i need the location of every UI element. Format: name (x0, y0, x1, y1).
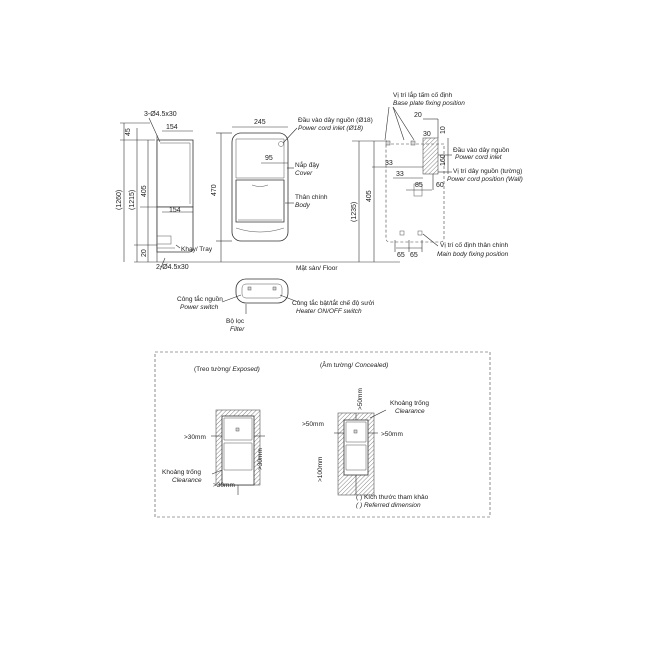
baseplate-label-vi: Vị trí lắp tấm cố định (393, 90, 453, 99)
dim-10: 10 (440, 126, 447, 134)
dim-45: 45 (125, 128, 132, 136)
inlet-rear-label-vi: Đầu vào dây nguồn (453, 145, 510, 154)
mainfix-label-vi: Vị trí cố định thân chính (440, 240, 509, 249)
filter-label-vi: Bộ lọc (226, 318, 245, 325)
concealed-bottom-gap: >100mm (317, 457, 324, 482)
dim-1235: (1235) (351, 202, 358, 222)
mainfix-label-en: Main body fixing position (437, 251, 509, 258)
power-switch-label-vi: Công tắc nguồn (177, 294, 223, 303)
cord-inlet-label-vi: Đầu vào dây nguồn (Ø18) (298, 115, 373, 124)
cover-label-en: Cover (295, 170, 313, 177)
dim-160: 160 (440, 154, 447, 166)
wall-label-vi: Vị trí dây nguồn (tường) (453, 166, 522, 175)
reference-note-vi: ( ) Kích thước tham khảo (356, 494, 429, 501)
concealed-diagram (334, 409, 387, 496)
cord-inlet-label-en: Power cord inlet (Ø18) (298, 125, 363, 132)
heater-switch-label-en: Heater ON/OFF switch (296, 308, 362, 315)
body-label-vi: Thân chính (295, 194, 328, 201)
dim-1260: (1260) (116, 190, 123, 210)
dim-245: 245 (254, 119, 266, 126)
reference-note-en: ( ) Referred dimension (356, 502, 421, 509)
dim-1215-left: (1215) (129, 190, 136, 210)
concealed-top-gap: >50mm (357, 388, 364, 410)
body-label-en: Body (295, 202, 311, 209)
rear-view (352, 106, 452, 262)
concealed-clearance-vi: Khoảng trống (390, 398, 429, 407)
dim-20-right: 20 (414, 112, 422, 119)
exposed-title-vi: (Treo tường/ Exposed) (194, 366, 260, 373)
top-view (221, 278, 299, 314)
exposed-diagram (211, 409, 265, 495)
filter-label-en: Filter (230, 326, 245, 333)
baseplate-label-en: Base plate fixing position (393, 100, 465, 107)
inlet-rear-label-en: Power cord inlet (455, 154, 503, 161)
tray-label: Khay/ Tray (181, 246, 213, 253)
concealed-title-vi: (Âm tường/ Concealed) (320, 360, 388, 369)
concealed-right-gap: >50mm (381, 431, 403, 438)
dim-33a: 33 (385, 160, 393, 167)
exposed-clearance-vi: Khoảng trống (162, 467, 201, 476)
dim-3holes: 3-Ø4.5x30 (144, 111, 177, 118)
dim-405-left: 405 (141, 185, 148, 197)
dim-405-right: 405 (366, 190, 373, 202)
dim-33b: 33 (396, 171, 404, 178)
wall-label-en: Power cord position (Wall) (447, 176, 523, 183)
dim-65a: 65 (397, 252, 405, 259)
floor-label: Mặt sàn/ Floor (296, 265, 338, 272)
dim-30: 30 (423, 131, 431, 138)
heater-switch-label-vi: Công tắc bật/tắt chế độ sưởi (292, 298, 374, 307)
dim-65b: 65 (410, 252, 418, 259)
dim-95: 95 (265, 155, 273, 162)
exposed-right-gap: >30mm (257, 448, 264, 470)
power-switch-label-en: Power switch (180, 304, 219, 311)
side-view (120, 117, 200, 271)
dim-470: 470 (211, 184, 218, 196)
exposed-left-gap: >30mm (184, 434, 206, 441)
concealed-clearance-en: Clearance (395, 408, 425, 415)
dim-154-top: 154 (166, 124, 178, 131)
exposed-clearance-en: Clearance (172, 477, 202, 484)
cover-label-vi: Nắp đậy (295, 160, 320, 169)
dim-2holes: 2-Ø4.5x30 (156, 264, 189, 271)
front-view (216, 126, 298, 262)
clearance-frame (154, 351, 491, 518)
dim-20-left: 20 (141, 249, 148, 257)
concealed-left-gap: >50mm (302, 421, 324, 428)
exposed-bottom-gap: >30mm (213, 482, 235, 489)
dim-154-mid: 154 (169, 207, 181, 214)
dim-85: 85 (415, 182, 423, 189)
dim-60: 60 (436, 182, 444, 189)
